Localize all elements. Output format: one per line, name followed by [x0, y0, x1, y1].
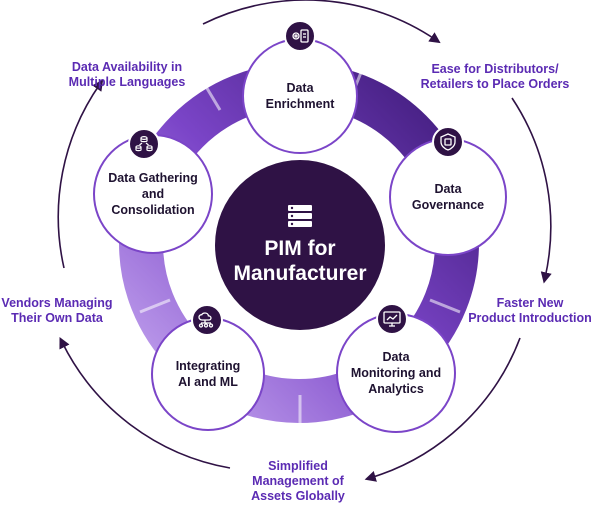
node-label-line: Data [286, 81, 314, 95]
outer-label-simplified-management: Simplified Management of Assets Globally [228, 459, 368, 504]
database-sync-icon [128, 128, 160, 160]
node-label: Data Enrichment [266, 80, 335, 112]
cloud-network-icon [191, 304, 223, 336]
monitor-chart-icon [376, 303, 408, 335]
outer-arc-right [511, 97, 552, 284]
node-label-line: Analytics [368, 382, 424, 396]
node-data-enrichment: Data Enrichment [242, 38, 358, 154]
outer-arc-top [202, 0, 441, 44]
node-label: Data Governance [412, 181, 484, 213]
outer-arc-left [57, 79, 104, 269]
node-label: Data Gathering and Consolidation [108, 170, 198, 218]
outer-label-line: Product Introduction [468, 311, 592, 325]
node-label-line: Integrating [175, 359, 241, 373]
center-hub: PIM for Manufacturer [215, 160, 385, 330]
outer-arc-bottom-left [59, 336, 231, 469]
node-label-line: Data [382, 350, 410, 364]
shield-document-icon [432, 126, 464, 158]
outer-label-line: Retailers to Place Orders [420, 77, 570, 91]
outer-arc-bottom-right [364, 337, 521, 482]
outer-label-line: Ease for Distributors/ [431, 62, 559, 76]
outer-label-line: Assets Globally [251, 489, 345, 503]
outer-label-data-availability: Data Availability in Multiple Languages [52, 60, 202, 90]
node-label-line: Consolidation [111, 203, 195, 217]
outer-label-line: Their Own Data [11, 311, 103, 325]
outer-label-faster-new-product: Faster New Product Introduction [462, 296, 598, 326]
outer-label-line: Multiple Languages [68, 75, 186, 89]
node-label-line: Data [434, 182, 462, 196]
center-title-line: Manufacturer [233, 262, 367, 285]
outer-label-line: Management of [252, 474, 344, 488]
node-label: Data Monitoring and Analytics [351, 349, 441, 397]
node-label-line: Monitoring and [350, 366, 442, 380]
node-label-line: AI and ML [178, 375, 238, 389]
node-label-line: Governance [411, 198, 485, 212]
node-label-line: and [141, 187, 165, 201]
node-label-line: Data Gathering [108, 171, 198, 185]
center-title-line: PIM for [264, 237, 336, 260]
node-label: Integrating AI and ML [176, 358, 241, 390]
gear-document-icon [284, 20, 316, 52]
server-stack-icon [288, 205, 312, 227]
outer-label-vendors-managing: Vendors Managing Their Own Data [0, 296, 114, 326]
outer-label-ease-for-distributors: Ease for Distributors/ Retailers to Plac… [400, 62, 590, 92]
center-title: PIM for Manufacturer [233, 236, 366, 286]
outer-label-line: Faster New [496, 296, 564, 310]
outer-label-line: Vendors Managing [1, 296, 113, 310]
outer-label-line: Data Availability in [71, 60, 183, 74]
node-label-line: Enrichment [265, 97, 335, 111]
node-integrating-ai-ml: Integrating AI and ML [151, 317, 265, 431]
outer-label-line: Simplified [268, 459, 328, 473]
